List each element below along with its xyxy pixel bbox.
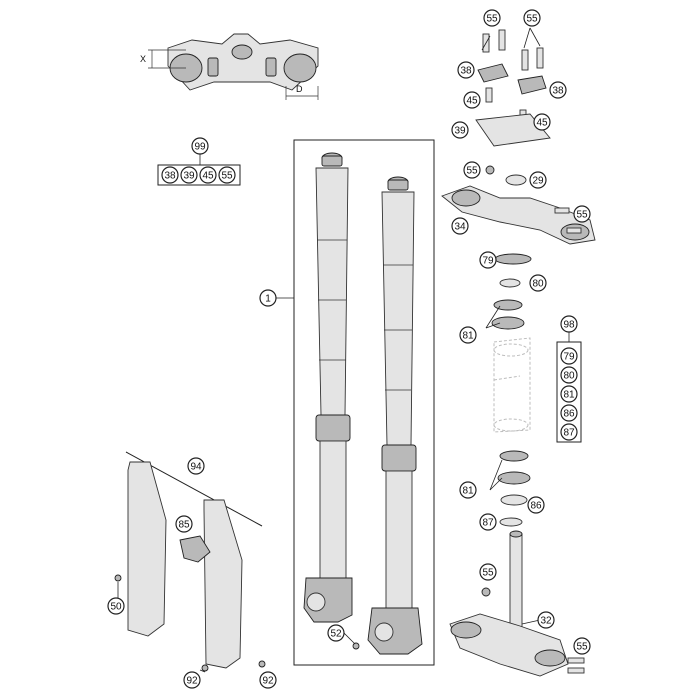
callout-55: 55 [523, 9, 541, 27]
callout-92: 92 [183, 671, 201, 689]
svg-text:45: 45 [536, 118, 548, 129]
fork-leg-left [303, 152, 353, 623]
svg-text:98: 98 [563, 320, 575, 331]
callout-50: 50 [107, 597, 125, 615]
svg-text:79: 79 [563, 352, 575, 363]
callout-38: 38 [549, 81, 567, 99]
callout-85: 85 [175, 515, 193, 533]
svg-text:55: 55 [526, 14, 538, 25]
svg-text:55: 55 [486, 14, 498, 25]
kit-98-item-81: 81 [560, 385, 578, 403]
callout-79: 79 [479, 251, 497, 269]
callouts-layer: 55 55 38 38 45 45 39 55 29 34 55 79 80 81 98 81 86 87 55 32… [107, 9, 591, 689]
callout-92: 92 [259, 671, 277, 689]
upper-triple-clamp [441, 165, 596, 245]
svg-text:39: 39 [454, 126, 466, 137]
callout-98: 98 [560, 315, 578, 333]
triple-clamp-dimension-drawing: X D [140, 33, 319, 100]
svg-text:38: 38 [164, 171, 176, 182]
svg-text:55: 55 [576, 210, 588, 221]
callout-32: 32 [537, 611, 555, 629]
fork-assembly-frame [276, 139, 435, 666]
svg-text:86: 86 [563, 409, 575, 420]
kit-99-items: 38 39 45 55 [161, 166, 236, 184]
callout-39: 39 [451, 121, 469, 139]
svg-text:81: 81 [563, 390, 575, 401]
svg-text:38: 38 [460, 66, 472, 77]
svg-text:85: 85 [178, 520, 190, 531]
svg-text:81: 81 [462, 486, 474, 497]
svg-text:79: 79 [482, 256, 494, 267]
svg-text:34: 34 [454, 222, 466, 233]
callout-55: 55 [573, 205, 591, 223]
svg-text:45: 45 [202, 171, 214, 182]
callout-38: 38 [457, 61, 475, 79]
handlebar-clamp-parts [475, 27, 551, 147]
svg-text:81: 81 [462, 331, 474, 342]
callout-81: 81 [459, 481, 477, 499]
dimension-x-label: X [140, 54, 146, 64]
callout-94: 94 [187, 457, 205, 475]
callout-34: 34 [451, 217, 469, 235]
callout-81: 81 [459, 326, 477, 344]
callout-45: 45 [533, 113, 551, 131]
callout-80: 80 [529, 274, 547, 292]
svg-text:86: 86 [530, 501, 542, 512]
callout-55: 55 [479, 563, 497, 581]
svg-text:55: 55 [466, 166, 478, 177]
lower-triple-clamp [449, 530, 585, 677]
kit-98-item-86: 86 [560, 404, 578, 422]
callout-1: 1 [259, 289, 277, 307]
svg-text:55: 55 [221, 171, 233, 182]
svg-text:99: 99 [194, 142, 206, 153]
svg-text:94: 94 [190, 462, 202, 473]
svg-text:38: 38 [552, 86, 564, 97]
fork-leg-right [343, 176, 423, 655]
kit-99-item-55: 55 [218, 166, 236, 184]
callout-45: 45 [463, 91, 481, 109]
svg-text:92: 92 [262, 676, 274, 687]
kit-99-item-45: 45 [199, 166, 217, 184]
callout-99: 99 [191, 137, 209, 155]
kit-98-item-80: 80 [560, 366, 578, 384]
callout-55: 55 [463, 161, 481, 179]
kit-98-items: 79 80 81 86 87 [560, 347, 578, 441]
dimension-d-label: D [296, 84, 303, 94]
fork-protectors [114, 451, 266, 673]
svg-text:80: 80 [532, 279, 544, 290]
svg-text:1: 1 [265, 294, 271, 305]
svg-text:29: 29 [532, 176, 544, 187]
svg-text:39: 39 [183, 171, 195, 182]
steering-bearings [485, 253, 582, 527]
kit-98-item-87: 87 [560, 423, 578, 441]
kit-98-item-79: 79 [560, 347, 578, 365]
callout-55: 55 [483, 9, 501, 27]
svg-text:45: 45 [466, 96, 478, 107]
callout-55: 55 [573, 637, 591, 655]
svg-text:80: 80 [563, 371, 575, 382]
svg-text:50: 50 [110, 602, 122, 613]
svg-text:92: 92 [186, 676, 198, 687]
callout-29: 29 [529, 171, 547, 189]
svg-text:55: 55 [576, 642, 588, 653]
callout-52: 52 [327, 624, 345, 642]
svg-text:87: 87 [482, 518, 494, 529]
svg-text:52: 52 [330, 629, 342, 640]
kit-99-item-39: 39 [180, 166, 198, 184]
svg-text:32: 32 [540, 616, 552, 627]
svg-text:87: 87 [563, 428, 575, 439]
kit-99-item-38: 38 [161, 166, 179, 184]
svg-text:55: 55 [482, 568, 494, 579]
callout-87: 87 [479, 513, 497, 531]
callout-86: 86 [527, 496, 545, 514]
